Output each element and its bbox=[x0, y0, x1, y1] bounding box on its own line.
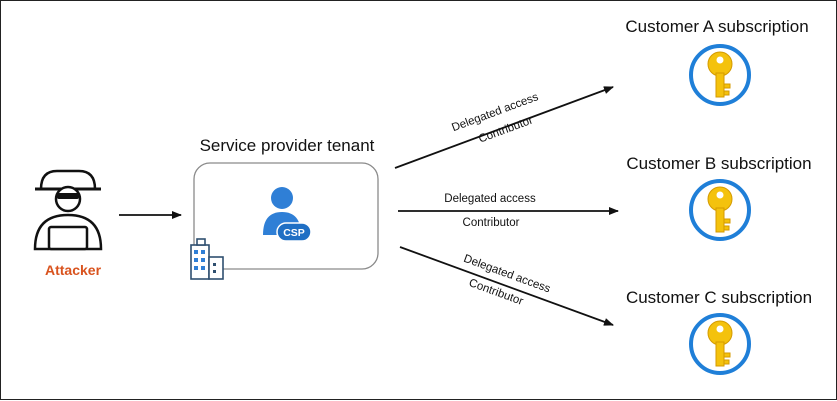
customer-c-key-icon bbox=[689, 313, 751, 375]
link-c-arrow bbox=[399, 246, 614, 326]
attacker-icon bbox=[33, 169, 103, 251]
customer-a-key-icon bbox=[689, 44, 751, 106]
customer-c-title: Customer C subscription bbox=[626, 288, 812, 307]
csp-badge bbox=[276, 222, 312, 242]
customer-a-title: Customer A subscription bbox=[625, 17, 808, 36]
csp-user-icon: CSP bbox=[263, 187, 312, 242]
attacker-label: Attacker bbox=[45, 262, 102, 278]
tenant-title: Service provider tenant bbox=[200, 136, 375, 155]
link-b-access-label: Delegated access bbox=[444, 193, 536, 205]
customer-b-title: Customer B subscription bbox=[626, 154, 811, 173]
link-b-role-label: Contributor bbox=[463, 217, 520, 229]
link-a-arrow bbox=[394, 86, 614, 169]
building-icon bbox=[190, 238, 224, 280]
csp-badge-label: CSP bbox=[283, 227, 305, 239]
customer-b-key-icon bbox=[689, 179, 751, 241]
